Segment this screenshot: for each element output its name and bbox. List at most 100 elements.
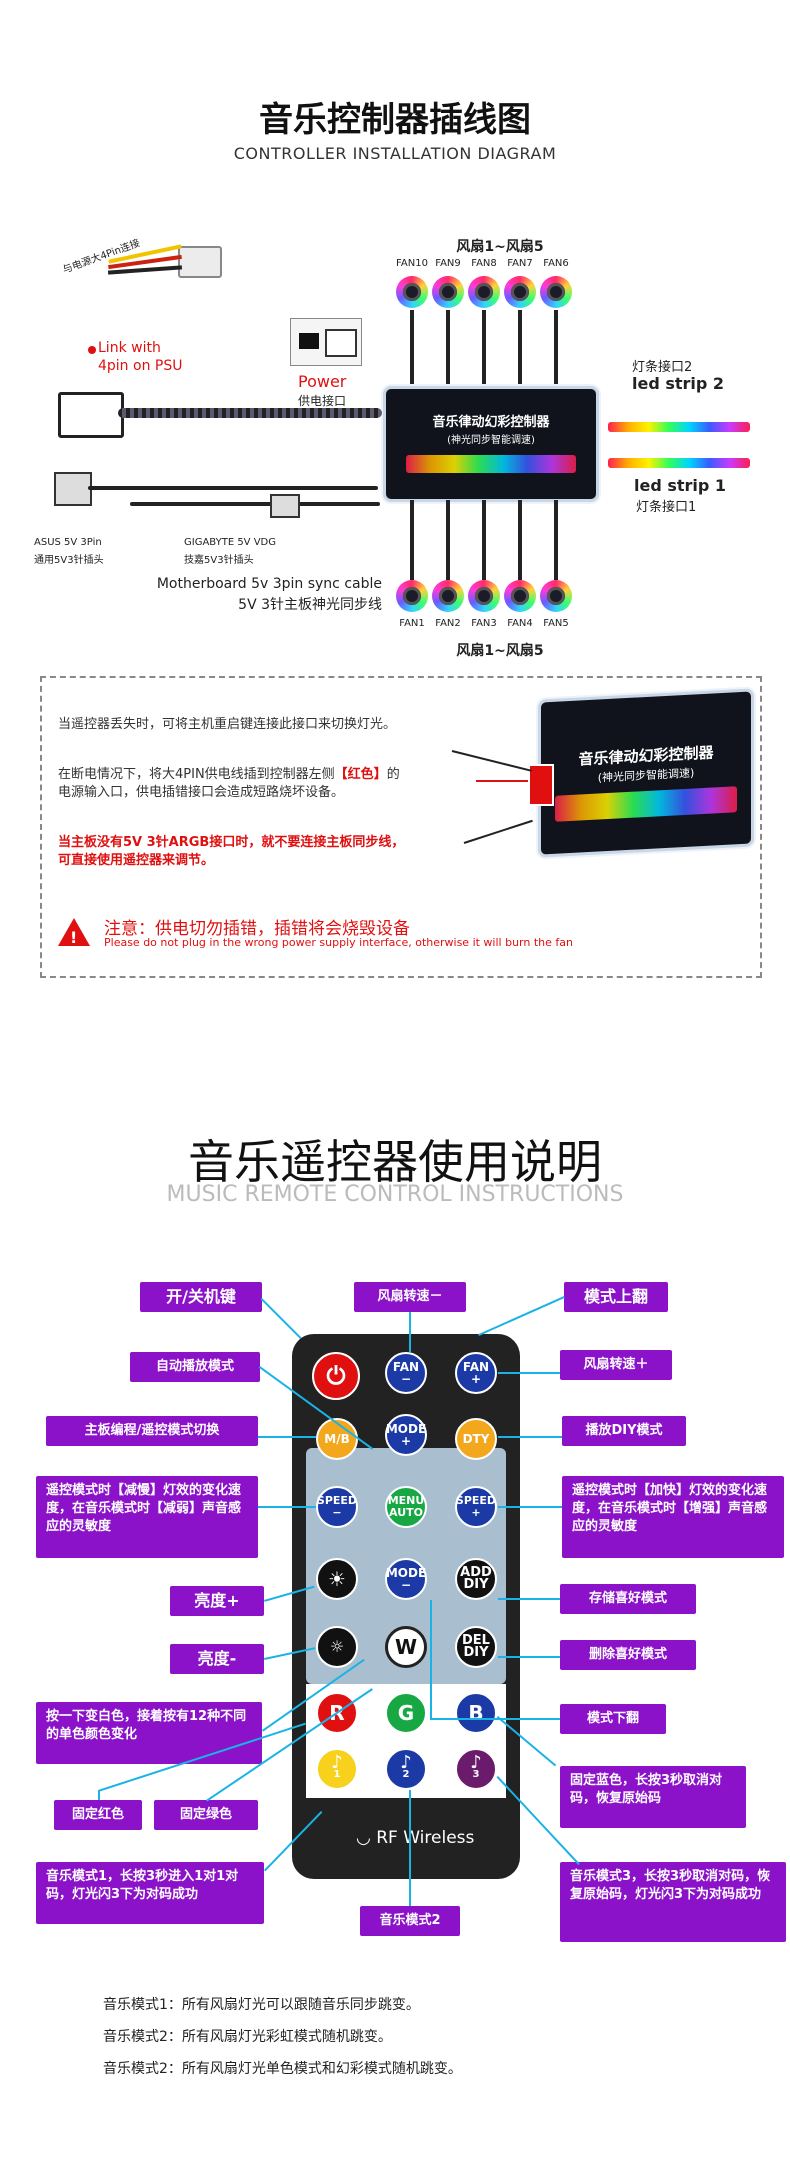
section2-title: 音乐遥控器使用说明 [188, 1135, 602, 1189]
fan-icon [468, 276, 500, 308]
psu-dot-icon [88, 346, 96, 354]
blue-button[interactable]: B [455, 1692, 497, 1734]
gigabyte-plug-image [270, 494, 300, 518]
molex-connector-image [58, 392, 124, 438]
label-white: 按一下变白色，接着按有12种不同的单色颜色变化 [36, 1702, 262, 1764]
note-line-3a: 当主板没有5V 3针ARGB接口时，就不要连接主板同步线， [58, 835, 405, 850]
label-brightness-down: 亮度- [170, 1644, 264, 1674]
white-button[interactable]: W [385, 1626, 427, 1668]
music3-button[interactable]: ♪3 [455, 1748, 497, 1790]
asus-label-2: 通用5V3针插头 [34, 555, 104, 566]
rf-wireless-logo: ◡ RF Wireless [356, 1828, 475, 1848]
label-diy: 播放DIY模式 [562, 1416, 686, 1446]
psu-label-en-2: 4pin on PSU [98, 358, 183, 374]
red-power-port [528, 764, 554, 806]
warning-cn: 注意：供电切勿插错，插错将会烧毁设备 [104, 919, 410, 939]
fan-cable [410, 500, 414, 580]
sun-icon: ☀ [328, 1567, 346, 1591]
fan-icon [432, 276, 464, 308]
mb-label-en: Motherboard 5v 3pin sync cable [156, 576, 382, 592]
legend-line-1: 音乐模式1：所有风扇灯光可以跟随音乐同步跳变。 [103, 1997, 420, 2013]
led-strip-2 [608, 422, 750, 432]
music2-button[interactable]: ♪2 [385, 1748, 427, 1790]
asus-label-1: ASUS 5V 3Pin [34, 537, 102, 548]
dty-button[interactable]: DTY [455, 1418, 497, 1460]
fan-label: FAN8 [471, 258, 497, 269]
fan-minus-button[interactable]: FAN− [385, 1352, 427, 1394]
gigabyte-cable [130, 502, 380, 506]
fan-cable [482, 500, 486, 580]
fan-cable [482, 310, 486, 386]
braided-cable [118, 408, 382, 418]
mb-label-cn: 5V 3针主板神光同步线 [238, 597, 382, 613]
fan-cable [518, 310, 522, 386]
fan-cable [554, 310, 558, 386]
strip1-label-en: led strip 1 [634, 476, 727, 495]
label-blue: 固定蓝色，长按3秒取消对码，恢复原始码 [560, 1766, 746, 1828]
label-red: 固定红色 [54, 1800, 142, 1830]
fan-icon [468, 580, 500, 612]
mode-plus-button[interactable]: MODE+ [385, 1414, 427, 1456]
label-music3: 音乐模式3，长按3秒取消对码，恢复原始码，灯光闪3下为对码成功 [560, 1862, 786, 1942]
power-label-cn: 供电接口 [298, 394, 347, 408]
psu-connector-image [68, 238, 222, 282]
controller-image: 音乐律动幻彩控制器 (神光同步智能调速) [383, 386, 599, 502]
fan-cable [518, 500, 522, 580]
label-auto: 自动播放模式 [130, 1352, 260, 1382]
mode-minus-button[interactable]: MODE− [385, 1558, 427, 1600]
label-speed-minus: 遥控模式时【减慢】灯效的变化速度，在音乐模式时【减弱】声音感应的灵敏度 [36, 1476, 258, 1558]
dim-sun-icon: ☼ [329, 1637, 345, 1656]
controller-subtitle: (神光同步智能调速) [447, 435, 535, 446]
fan-plus-button[interactable]: FAN+ [455, 1352, 497, 1394]
fans-top-header: 风扇1~风扇5 [456, 239, 544, 255]
psu-label-en-1: Link with [98, 340, 161, 356]
legend-line-3: 音乐模式2：所有风扇灯光单色模式和幻彩模式随机跳变。 [103, 2061, 462, 2077]
wifi-icon: ◡ [356, 1828, 377, 1848]
fan-label: FAN10 [396, 258, 428, 269]
power-port-image [290, 318, 362, 366]
strip1-label-cn: 灯条接口1 [636, 500, 697, 515]
controller-spectrum [406, 455, 576, 473]
fan-label: FAN7 [507, 258, 533, 269]
label-power: 开/关机键 [140, 1282, 262, 1312]
label-delete: 删除喜好模式 [560, 1640, 696, 1670]
note-line-1: 当遥控器丢失时，可将主机重启键连接此接口来切换灯光。 [58, 717, 397, 732]
strip2-label-en: led strip 2 [632, 374, 725, 393]
asus-cable [88, 486, 378, 490]
fan-icon [540, 580, 572, 612]
speed-minus-button[interactable]: SPEED− [316, 1486, 358, 1528]
note-line-2: 在断电情况下，将大4PIN供电线插到控制器左侧【红色】的 [58, 767, 400, 782]
note-line-3b: 可直接使用遥控器来调节。 [58, 853, 215, 868]
fan-cable [446, 310, 450, 386]
brightness-down-button[interactable]: ☼ [316, 1626, 358, 1668]
note-pointer-2 [476, 780, 528, 782]
legend-line-2: 音乐模式2：所有风扇灯光彩虹模式随机跳变。 [103, 2029, 392, 2045]
section2-subtitle: MUSIC REMOTE CONTROL INSTRUCTIONS [166, 1182, 624, 1207]
gigabyte-label-1: GIGABYTE 5V VDG [184, 537, 276, 548]
music-note-icon: ♪ [331, 1752, 343, 1773]
speed-plus-button[interactable]: SPEED+ [455, 1486, 497, 1528]
label-brightness-up: 亮度+ [170, 1586, 264, 1616]
fan-cable [554, 500, 558, 580]
fan-cable [446, 500, 450, 580]
controller-photo-spectrum [555, 786, 737, 822]
green-button[interactable]: G [385, 1692, 427, 1734]
fan-label: FAN9 [435, 258, 461, 269]
music1-button[interactable]: ♪1 [316, 1748, 358, 1790]
label-mode-up: 模式上翻 [564, 1282, 668, 1312]
label-fan-plus: 风扇转速＋ [560, 1350, 672, 1380]
label-green: 固定绿色 [154, 1800, 258, 1830]
power-label-en: Power [298, 372, 347, 391]
fan-icon [396, 276, 428, 308]
power-button[interactable]: ⏻ [312, 1352, 360, 1400]
fan-icon [504, 276, 536, 308]
controller-title: 音乐律动幻彩控制器 [432, 415, 550, 430]
label-music2: 音乐模式2 [360, 1906, 460, 1936]
warning-icon [58, 918, 90, 946]
fan-label: FAN6 [543, 258, 569, 269]
brightness-up-button[interactable]: ☀ [316, 1558, 358, 1600]
music-note-icon: ♪ [470, 1752, 482, 1773]
